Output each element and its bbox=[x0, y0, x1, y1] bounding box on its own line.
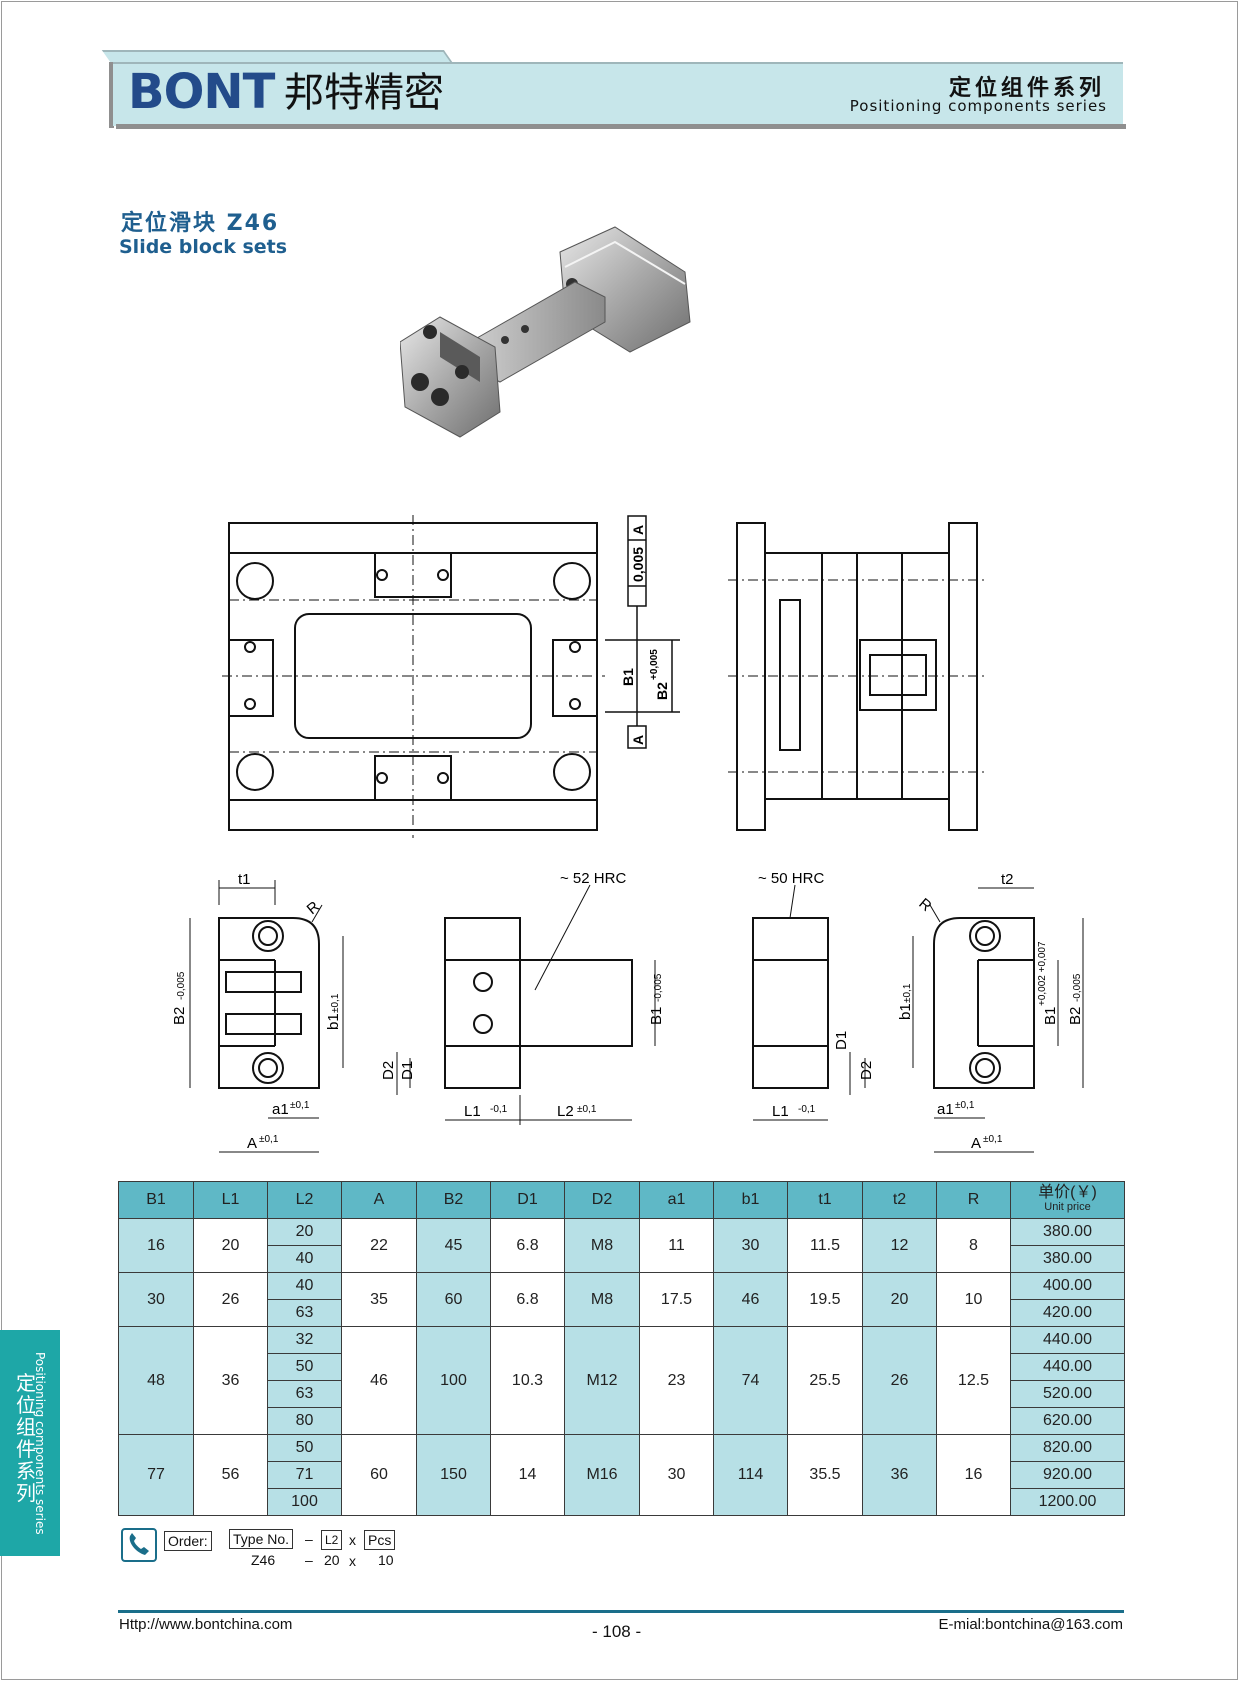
dim-b1-pos-sup: +0,002 +0,007 bbox=[1037, 941, 1048, 1006]
header-shadow-left bbox=[109, 62, 114, 128]
dim-a1-right-sup: ±0,1 bbox=[955, 1100, 975, 1111]
header-price: 单价(￥)Unit price bbox=[1010, 1181, 1125, 1219]
header-shadow bbox=[116, 124, 1126, 129]
table-row: 77 56 50 60 150 14 M16 30 114 35.5 36 16… bbox=[118, 1434, 1125, 1516]
hardness-50: ~ 50 HRC bbox=[758, 870, 824, 887]
dim-d1-mid: D1 bbox=[399, 1061, 416, 1080]
dim-t1: t1 bbox=[238, 871, 251, 888]
table-row: 40 380.00 bbox=[119, 1245, 1125, 1273]
brand-logo: BONT bbox=[128, 64, 275, 120]
header-l1: L1 bbox=[193, 1181, 268, 1219]
dim-b1-label: B1 bbox=[620, 668, 636, 686]
dim-d1-stop: D1 bbox=[833, 1031, 850, 1050]
header-d1: D1 bbox=[490, 1181, 565, 1219]
table-row: 63 420.00 bbox=[119, 1299, 1125, 1327]
dim-l1-mid: L1 bbox=[464, 1103, 481, 1120]
dim-b2-left-sup: -0,005 bbox=[176, 971, 187, 1000]
dim-b2-label: B2 bbox=[654, 682, 670, 700]
table-row: 63 520.00 bbox=[119, 1380, 1125, 1408]
datum-a-top: A bbox=[630, 525, 646, 535]
dim-d2-stop: D2 bbox=[858, 1061, 875, 1080]
table-row: 71 920.00 bbox=[119, 1461, 1125, 1489]
header-t1: t1 bbox=[787, 1181, 863, 1219]
dim-b1-neg-sup: -0,005 bbox=[653, 973, 664, 1002]
footer-email[interactable]: E-mial:bontchina@163.com bbox=[938, 1616, 1123, 1633]
order-dash: – bbox=[305, 1531, 313, 1547]
side-tab bbox=[0, 1330, 60, 1556]
dim-b1-neg: B1 bbox=[648, 1007, 665, 1025]
header-l2: L2 bbox=[267, 1181, 342, 1219]
dim-r-right: R bbox=[915, 895, 934, 915]
side-tab-en: Positioning components series bbox=[33, 1352, 47, 1535]
table-row: 16 20 20 22 45 6.8 M8 11 30 11.5 12 8 38… bbox=[118, 1218, 1125, 1273]
header-a1: a1 bbox=[639, 1181, 714, 1219]
dim-a1-right: a1 bbox=[937, 1101, 954, 1118]
dim-b1-pm-sup: ±0,1 bbox=[330, 993, 341, 1013]
dim-l2-sup: ±0,1 bbox=[577, 1104, 597, 1115]
header-b1: B1 bbox=[118, 1181, 194, 1219]
table-row: 100 1200.00 bbox=[119, 1488, 1125, 1516]
dim-b2-left: B2 bbox=[171, 1007, 188, 1025]
dim-a-left-sup: ±0,1 bbox=[259, 1134, 279, 1145]
dim-a-right: A bbox=[971, 1135, 981, 1152]
order-example-l2: 20 bbox=[324, 1552, 340, 1568]
order-example-dash: – bbox=[305, 1552, 313, 1568]
hardness-52: ~ 52 HRC bbox=[560, 870, 626, 887]
dim-l1-mid-sup: -0,1 bbox=[490, 1104, 508, 1115]
header-a: A bbox=[341, 1181, 417, 1219]
dim-l1-stop: L1 bbox=[772, 1103, 789, 1120]
order-example-x: x bbox=[349, 1553, 356, 1569]
page-number: - 108 - bbox=[592, 1622, 642, 1641]
dim-t2: t2 bbox=[1001, 871, 1014, 888]
series-title-cn: 定位组件系列 bbox=[948, 76, 1105, 101]
footer-divider bbox=[118, 1610, 1124, 1613]
dim-l2: L2 bbox=[557, 1103, 574, 1120]
dim-b1-right: b1 bbox=[897, 1003, 914, 1020]
spec-table: B1 L1 L2 A B2 D1 D2 a1 b1 t1 t2 R 单价(￥)U… bbox=[118, 1181, 1125, 1516]
order-example-pcs: 10 bbox=[378, 1552, 394, 1568]
table-row: 50 440.00 bbox=[119, 1353, 1125, 1381]
series-title-en: Positioning components series bbox=[849, 97, 1107, 115]
dim-a1-left: a1 bbox=[272, 1101, 289, 1118]
dim-d2-mid: D2 bbox=[380, 1061, 397, 1080]
dim-l1-stop-sup: -0,1 bbox=[798, 1104, 816, 1115]
dim-b2-right-sup: -0,005 bbox=[1072, 973, 1083, 1002]
dim-b1-pos: B1 bbox=[1042, 1007, 1059, 1025]
header-t2: t2 bbox=[862, 1181, 937, 1219]
datum-a-bottom: A bbox=[630, 735, 646, 745]
dim-b1-right-sup: ±0,1 bbox=[902, 983, 913, 1003]
dim-r-left: R bbox=[304, 898, 323, 918]
order-label: Order: bbox=[164, 1531, 212, 1551]
product-photo bbox=[400, 226, 691, 438]
phone-icon bbox=[121, 1528, 157, 1562]
dim-a-left: A bbox=[247, 1135, 257, 1152]
header-b2: B2 bbox=[416, 1181, 491, 1219]
tolerance-value: 0,005 bbox=[630, 547, 646, 582]
header-r: R bbox=[936, 1181, 1011, 1219]
product-title-en: Slide block sets bbox=[119, 236, 288, 258]
header-d2: D2 bbox=[564, 1181, 640, 1219]
table-header-row: B1 L1 L2 A B2 D1 D2 a1 b1 t1 t2 R 单价(￥)U… bbox=[118, 1181, 1125, 1219]
order-example-type: Z46 bbox=[251, 1552, 276, 1568]
table-row: 80 620.00 bbox=[119, 1407, 1125, 1435]
technical-drawings: A 0,005 A B1 B2 +0,005 bbox=[171, 515, 1084, 1153]
order-pcs: Pcs bbox=[364, 1530, 396, 1550]
footer-url[interactable]: Http://www.bontchina.com bbox=[119, 1616, 293, 1633]
side-tab-cn: 定位组件系列 bbox=[16, 1371, 36, 1505]
order-type-no: Type No. bbox=[229, 1529, 294, 1549]
header-band bbox=[113, 62, 1123, 126]
order-l2: L2 bbox=[321, 1530, 343, 1550]
product-title-cn: 定位滑块 Z46 bbox=[121, 211, 280, 236]
order-x: x bbox=[349, 1532, 356, 1548]
table-row: 48 36 32 46 100 10.3 M12 23 74 25.5 26 1… bbox=[118, 1326, 1125, 1435]
dim-b1-pm: b1 bbox=[325, 1013, 342, 1030]
dim-b2-sup: +0,005 bbox=[649, 649, 660, 680]
header-b1-lower: b1 bbox=[713, 1181, 788, 1219]
dim-a1-left-sup: ±0,1 bbox=[290, 1100, 310, 1111]
table-row: 30 26 40 35 60 6.8 M8 17.5 46 19.5 20 10… bbox=[118, 1272, 1125, 1327]
dim-b2-right: B2 bbox=[1067, 1007, 1084, 1025]
brand-name-cn: 邦特精密 bbox=[284, 70, 444, 116]
dim-a-right-sup: ±0,1 bbox=[983, 1134, 1003, 1145]
